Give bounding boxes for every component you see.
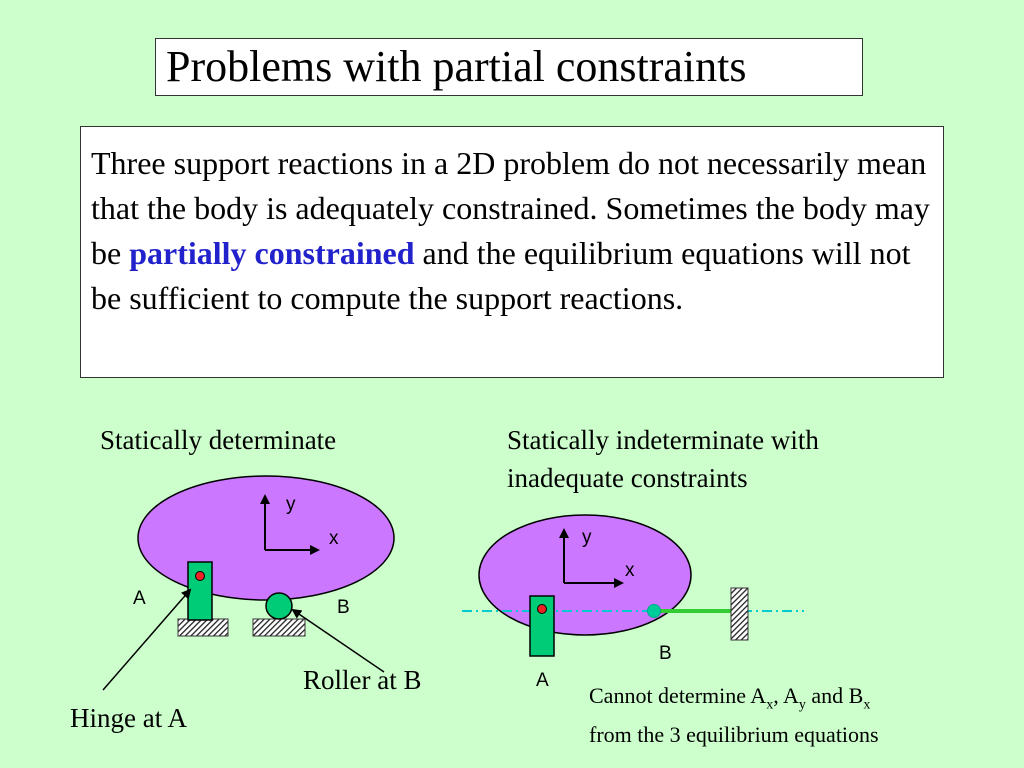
right-heading-line-1: Statically indeterminate with	[507, 425, 819, 455]
title-box: Problems with partial constraints	[155, 38, 863, 96]
note-prefix: Cannot determine A	[589, 683, 767, 708]
roller-caption: Roller at B	[303, 665, 422, 695]
left-ground-b	[252, 618, 306, 637]
right-wall-b	[730, 587, 749, 641]
left-roller	[265, 592, 293, 620]
left-label-a: A	[133, 588, 146, 609]
left-label-b: B	[337, 597, 350, 618]
right-note-line-1: Cannot determine Ax, Ay and Bx	[589, 681, 879, 720]
hinge-caption: Hinge at A	[70, 703, 187, 733]
note-mid1: , A	[773, 683, 799, 708]
right-heading-line-2: inadequate constraints	[507, 463, 748, 493]
note-sub-x2: x	[863, 697, 871, 713]
left-hinge-support	[187, 561, 213, 621]
left-heading: Statically determinate	[100, 425, 337, 455]
body-box: Three support reactions in a 2D problem …	[80, 126, 944, 378]
roller-pointer-arrow	[291, 608, 385, 673]
note-sub-x1: x	[766, 697, 774, 713]
right-axis-x-label: x	[625, 560, 635, 581]
right-label-a: A	[536, 670, 549, 691]
hinge-pointer-arrow	[102, 588, 192, 691]
right-label-b: B	[659, 643, 672, 664]
right-axis-y-label: y	[582, 527, 592, 548]
right-pin-a	[537, 604, 547, 614]
right-heading: Statically indeterminate with inadequate…	[507, 421, 819, 497]
left-axes-icon	[260, 494, 320, 555]
body-part-1: Three support reactions in a 2D problem …	[91, 145, 930, 271]
body-text: Three support reactions in a 2D problem …	[91, 141, 931, 321]
right-slider-b	[647, 604, 661, 618]
note-mid2: and B	[805, 683, 864, 708]
left-axis-y-label: y	[286, 494, 296, 515]
right-note: Cannot determine Ax, Ay and Bx from the …	[589, 681, 879, 750]
note-sub-y: y	[798, 697, 806, 713]
left-ground-a	[177, 618, 229, 637]
body-highlight: partially constrained	[129, 235, 415, 271]
body-part-2: and the equilibrium equations will not b…	[91, 235, 911, 316]
left-hinge-pin	[195, 571, 205, 581]
right-axes-icon	[559, 528, 624, 588]
slide-title: Problems with partial constraints	[166, 42, 747, 91]
right-note-line-2: from the 3 equilibrium equations	[589, 722, 879, 748]
left-axis-x-label: x	[329, 528, 339, 549]
